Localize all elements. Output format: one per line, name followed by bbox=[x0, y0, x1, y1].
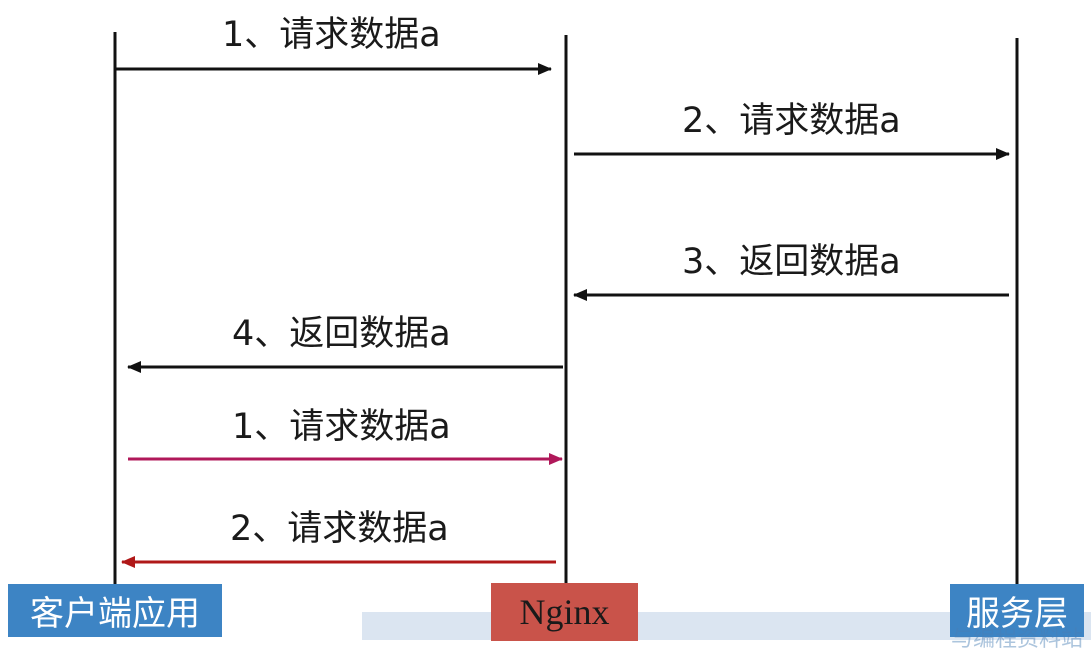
message-label-2: 2、请求数据a bbox=[682, 101, 901, 141]
message-label-5: 1、请求数据a bbox=[232, 407, 451, 447]
actor-nginx: Nginx bbox=[491, 583, 638, 641]
message-label-6: 2、请求数据a bbox=[230, 509, 449, 549]
message-label-1: 1、请求数据a bbox=[222, 15, 441, 55]
message-arrows bbox=[115, 63, 1010, 568]
actor-client: 客户端应用 bbox=[8, 584, 222, 637]
watermark: 与编程资料站 bbox=[950, 627, 1083, 652]
actor-server: 服务层 bbox=[950, 584, 1084, 637]
message-label-3: 3、返回数据a bbox=[682, 242, 901, 282]
message-label-4: 4、返回数据a bbox=[232, 314, 451, 354]
